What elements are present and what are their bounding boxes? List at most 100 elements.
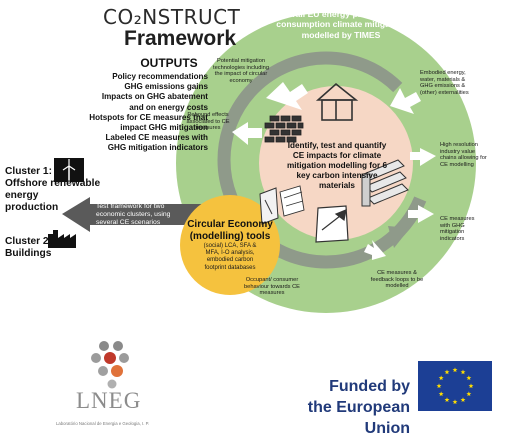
ce-title-line: (modelling) tools bbox=[189, 230, 271, 242]
label-line: GHG emissions & bbox=[420, 83, 466, 90]
label-line: industry value bbox=[440, 148, 476, 155]
arrow-left bbox=[232, 122, 262, 145]
cluster-line: Buildings bbox=[5, 248, 52, 259]
ring-arrowhead bbox=[388, 226, 410, 248]
cluster-line: energy bbox=[5, 190, 39, 201]
ce-tools-description: (social) LCA, SFA & MFA, I-O analysis, e… bbox=[188, 243, 272, 272]
factory-icon bbox=[48, 230, 76, 248]
label-line: mitigation bbox=[440, 229, 465, 236]
lneg-subtitle: Laboratório Nacional de Energia e Geolog… bbox=[56, 421, 150, 426]
outputs-item: Policy recommendations bbox=[112, 72, 208, 81]
outputs-item: GHG emissions gains bbox=[124, 82, 208, 92]
center-line: CE impacts for climate bbox=[292, 151, 382, 160]
arrow-up-right bbox=[390, 88, 421, 114]
outputs-heading: OUTPUTS bbox=[140, 56, 198, 70]
wind-turbine-icon bbox=[54, 158, 84, 182]
energy-title-line: Overall EU energy production & bbox=[276, 9, 406, 19]
arrow-line: Test framework for two bbox=[96, 203, 165, 210]
label-line: CE modelling bbox=[440, 161, 474, 168]
ce-desc-line: MFA, I-O analysis, bbox=[205, 250, 255, 257]
construct-logo: CO₂NSTRUCT bbox=[103, 5, 241, 29]
cluster-line: production bbox=[5, 202, 59, 213]
lneg-name: LNEG bbox=[76, 388, 142, 413]
arrow-line: economic clusters, using bbox=[96, 211, 171, 218]
label-line: CE measures bbox=[440, 216, 475, 222]
cluster-line: Cluster 1: bbox=[5, 166, 52, 177]
cluster-line: Cluster 2: bbox=[5, 236, 52, 247]
label-line: Embodied energy, bbox=[420, 70, 466, 76]
arrow-right-low bbox=[408, 205, 434, 223]
eu-star-icon bbox=[436, 383, 442, 389]
potential-mitigation-label: Potential mitigation technologies includ… bbox=[204, 58, 278, 84]
eu-star-icon bbox=[468, 383, 474, 389]
timber-planks-icon bbox=[279, 185, 305, 217]
label-line: with GHG bbox=[440, 222, 465, 229]
center-line: Identify, test and quantify bbox=[287, 141, 387, 150]
energy-title-line: modelled by TIMES bbox=[301, 29, 381, 40]
cluster-1-label: Cluster 1: Offshore renewable energy pro… bbox=[5, 166, 100, 214]
embodied-energy-label: Embodied energy, water, materials & GHG … bbox=[420, 70, 492, 96]
label-line: Rebound effects bbox=[187, 112, 229, 118]
center-line: key carbon intensive bbox=[296, 171, 378, 180]
eu-star-icon bbox=[466, 391, 472, 397]
brick-wall-icon bbox=[264, 115, 304, 143]
label-line: indicators bbox=[440, 235, 465, 242]
arrow-right bbox=[410, 148, 436, 166]
eu-star-icon bbox=[438, 375, 444, 381]
label-line: feedback loops to be bbox=[370, 276, 424, 283]
eu-star-icon bbox=[466, 375, 472, 381]
eu-star-icon bbox=[438, 391, 444, 397]
ce-title-line: Circular Economy bbox=[187, 219, 273, 230]
ce-desc-line: embodied carbon bbox=[206, 257, 254, 264]
high-resolution-label: High resolution industry value chains al… bbox=[440, 142, 504, 168]
funding-line: the European Union bbox=[307, 399, 410, 437]
label-line: measures bbox=[259, 290, 285, 297]
eu-star-icon bbox=[452, 367, 458, 373]
label-line: economy bbox=[229, 77, 253, 84]
test-framework-text: Test framework for two economic clusters… bbox=[96, 203, 216, 227]
center-objective-text: Identify, test and quantify CE impacts f… bbox=[278, 141, 396, 191]
label-line: Occupant/ consumer bbox=[245, 277, 299, 283]
outputs-item: Labeled CE measures with bbox=[105, 133, 208, 143]
label-line: technologies including bbox=[213, 64, 269, 71]
center-line: mitigation modelling for 6 bbox=[286, 161, 388, 170]
house-icon bbox=[315, 82, 359, 121]
arrow-down-right bbox=[364, 240, 386, 260]
label-line: associated to CE bbox=[186, 118, 230, 125]
ce-ghg-indicators-label: CE measures with GHG mitigation indicato… bbox=[440, 216, 490, 242]
outputs-item: Hotspots for CE measures that bbox=[89, 112, 208, 122]
cement-bag-icon bbox=[315, 205, 349, 243]
eu-star-icon bbox=[444, 397, 450, 402]
ce-desc-line: footprint databases bbox=[204, 264, 256, 271]
framework-title: Framework bbox=[124, 27, 237, 50]
arrow-line: several CE scenarios bbox=[96, 219, 161, 226]
funding-statement: Funded by the European Union bbox=[262, 376, 410, 439]
outputs-item: Impacts on GHG abatement bbox=[101, 92, 208, 102]
rebound-effects-label: Rebound effects associated to CE measure… bbox=[178, 112, 238, 132]
circular-flow-ring bbox=[217, 51, 435, 269]
eu-star-icon bbox=[460, 397, 466, 402]
energy-title-line: consumption climate mitigation bbox=[276, 19, 406, 30]
energy-circle-title: Overall EU energy production & consumpti… bbox=[256, 9, 426, 40]
steel-beam-icon bbox=[361, 159, 409, 207]
label-line: behaviour towards CE bbox=[244, 283, 300, 290]
label-line: High resolution bbox=[440, 142, 478, 148]
label-line: water, materials & bbox=[420, 76, 466, 83]
label-line: (other) externalities bbox=[420, 89, 469, 96]
ce-tools-title: Circular Economy (modelling) tools bbox=[182, 219, 278, 242]
eu-star-icon bbox=[460, 369, 466, 375]
eu-star-icon bbox=[452, 399, 458, 405]
label-line: the impact of circular bbox=[214, 71, 268, 78]
ce-tools-circle bbox=[180, 195, 280, 295]
label-line: Potential mitigation bbox=[216, 58, 266, 64]
feedback-loops-label: CE measures & feedback loops to be model… bbox=[360, 270, 434, 290]
label-line: measures bbox=[195, 125, 221, 132]
lneg-logo-icon bbox=[91, 341, 129, 389]
ce-desc-line: (social) LCA, SFA & bbox=[203, 243, 257, 249]
label-line: modelled bbox=[385, 283, 409, 290]
funding-line: Funded by bbox=[329, 378, 410, 395]
eu-star-icon bbox=[444, 369, 450, 375]
center-line: materials bbox=[319, 181, 355, 190]
cluster-2-label: Cluster 2: Buildings bbox=[5, 236, 52, 260]
